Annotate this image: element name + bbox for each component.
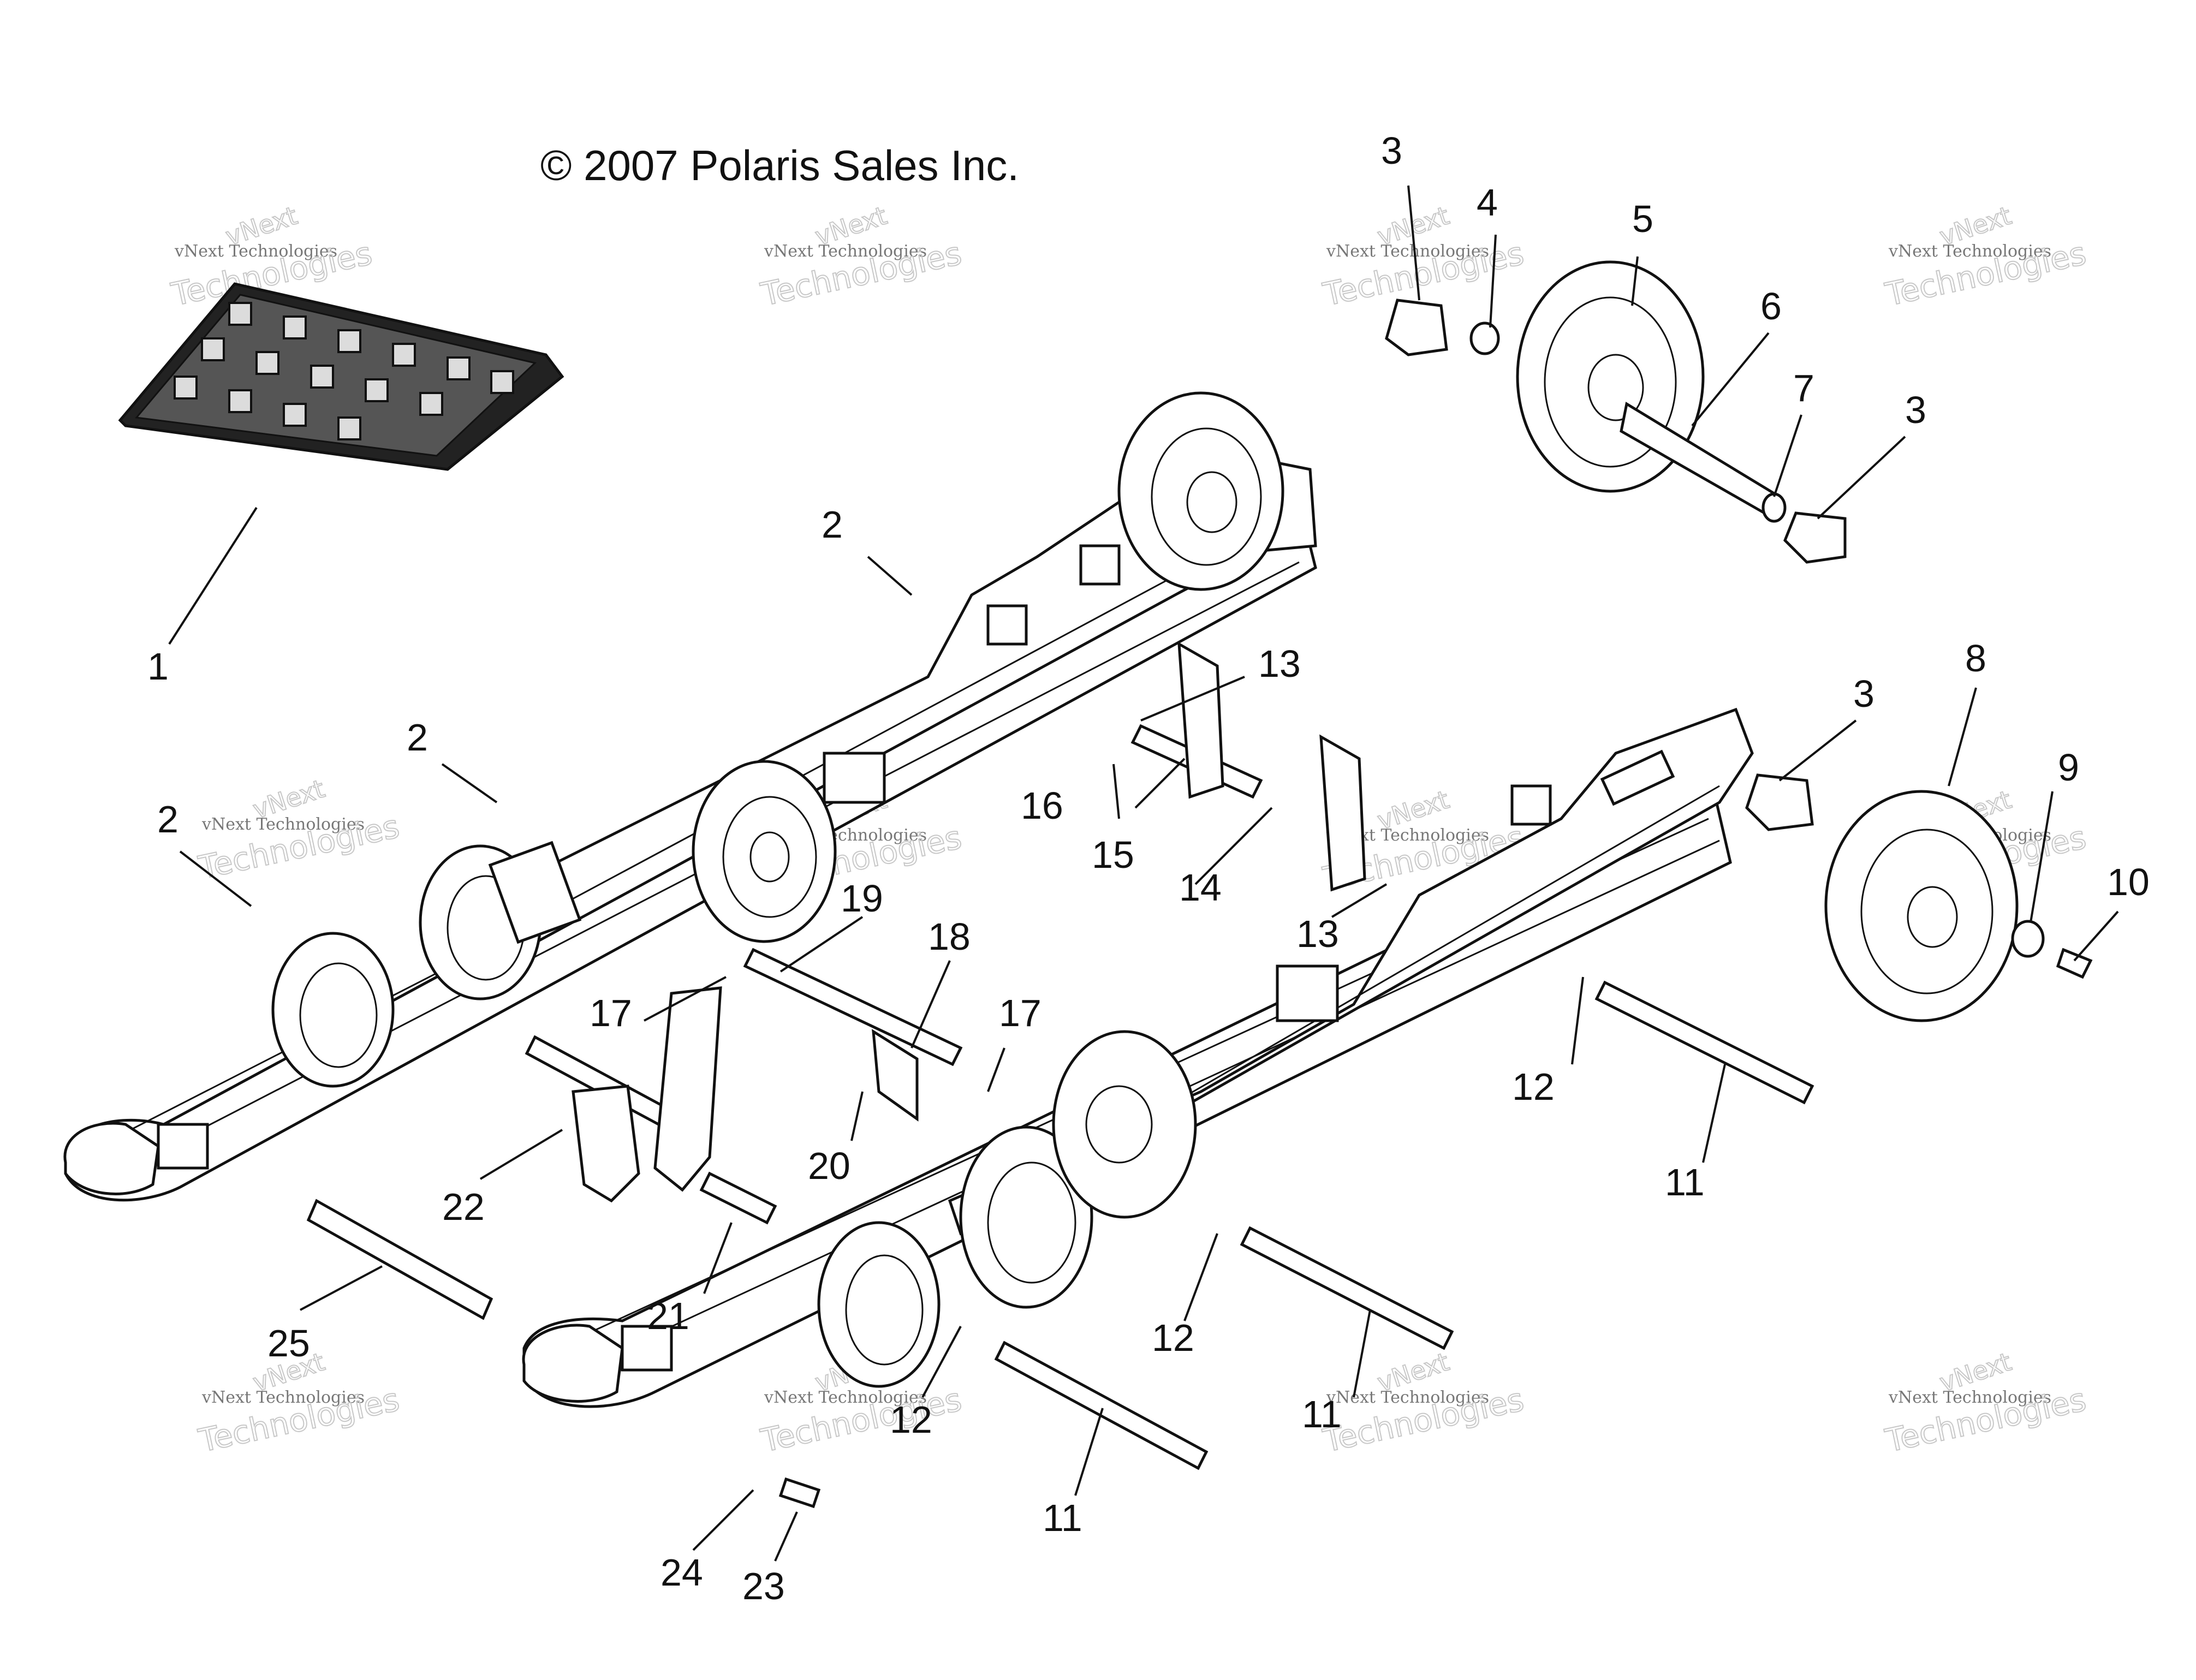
callout-18: 18	[928, 915, 971, 958]
callout-25: 25	[267, 1322, 310, 1365]
callout-10: 10	[2107, 861, 2150, 903]
callout-12: 12	[1152, 1316, 1194, 1359]
watermark-text: vNext Technologies	[764, 1388, 927, 1407]
watermark: vNext vNext Technologies Technologies	[1882, 200, 2090, 314]
watermark: vNext vNext Technologies Technologies	[195, 773, 403, 887]
callout-9: 9	[2058, 746, 2079, 789]
callout-7: 7	[1793, 367, 1814, 409]
watermark-text: vNext Technologies	[764, 242, 927, 261]
watermark: vNext vNext Technologies Technologies	[757, 200, 966, 314]
watermark-text: vNext Technologies	[1326, 242, 1489, 261]
right-rail-assembly	[522, 707, 1754, 1408]
callout-15: 15	[1092, 833, 1134, 876]
callout-12: 12	[1512, 1065, 1555, 1108]
callout-16: 16	[1021, 784, 1063, 827]
watermark: vNext vNext Technologies Technologies	[1319, 1347, 1528, 1460]
callout-17: 17	[590, 992, 632, 1034]
callout-2: 2	[407, 716, 428, 759]
watermark-text: vNext Technologies	[174, 242, 337, 261]
callout-3: 3	[1381, 129, 1402, 172]
callout-3: 3	[1905, 389, 1926, 431]
watermark-text: vNext Technologies	[1326, 1388, 1489, 1407]
watermark-text: vNext Technologies	[201, 1388, 365, 1407]
callout-13: 13	[1296, 913, 1339, 955]
callout-13: 13	[1258, 642, 1301, 685]
callout-24: 24	[660, 1551, 703, 1594]
callout-12: 12	[890, 1398, 932, 1441]
callout-20: 20	[808, 1145, 850, 1187]
leader-lines	[168, 185, 2119, 1562]
copyright-text: © 2007 Polaris Sales Inc.	[540, 141, 1019, 189]
callout-11: 11	[1302, 1393, 1342, 1435]
callout-22: 22	[442, 1185, 485, 1228]
cross-shafts	[306, 641, 1814, 1509]
rear-axle-exploded	[1385, 260, 2093, 1022]
watermark-text: vNext Technologies	[201, 815, 365, 834]
callout-6: 6	[1760, 285, 1782, 327]
watermark-text: vNext Technologies	[1888, 1388, 2051, 1407]
callout-23: 23	[742, 1565, 785, 1607]
track-pad-part	[118, 282, 564, 471]
callout-21: 21	[647, 1295, 689, 1337]
callout-3: 3	[1853, 672, 1874, 715]
callout-11: 11	[1665, 1161, 1705, 1204]
callout-8: 8	[1965, 637, 1986, 680]
callout-14: 14	[1179, 866, 1222, 909]
callout-2: 2	[157, 798, 178, 841]
callouts: 1 2 2 2 3 4 5 6 7 3 3 8 9 10 11 11 11 12…	[147, 129, 2150, 1607]
callout-1: 1	[147, 645, 169, 688]
callout-11: 11	[1043, 1497, 1082, 1539]
callout-19: 19	[841, 877, 883, 920]
watermark-text: vNext Technologies	[1888, 242, 2051, 261]
left-rail-assembly	[63, 391, 1317, 1202]
callout-2: 2	[822, 503, 843, 546]
callout-5: 5	[1632, 198, 1653, 240]
callout-4: 4	[1477, 181, 1498, 224]
callout-17: 17	[999, 992, 1042, 1034]
watermark: vNext vNext Technologies Technologies	[1882, 1347, 2090, 1460]
